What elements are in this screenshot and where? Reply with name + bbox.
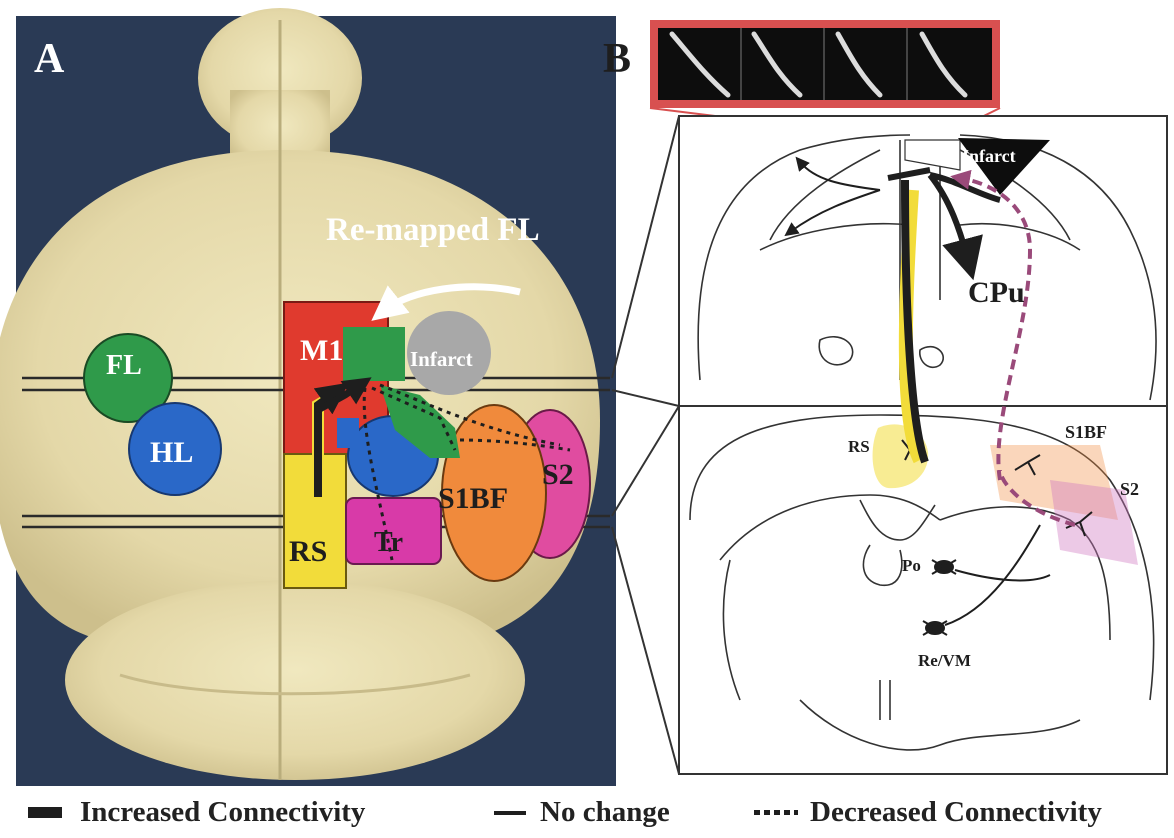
label-m1: M1: [300, 334, 343, 367]
panel-a-letter: A: [34, 36, 65, 82]
dotted-line-swatch: [754, 810, 798, 815]
label-s1bf-b: S1BF: [1065, 422, 1107, 442]
label-hl: HL: [150, 436, 193, 469]
region-remapped-fl: [343, 327, 405, 381]
panel-b-letter: B: [603, 36, 631, 82]
thick-line-swatch: [28, 807, 62, 818]
remap-label: Re-mapped FL: [326, 212, 540, 248]
region-infarct: [407, 311, 491, 395]
region-hl: [128, 402, 222, 496]
panel-a: A Re-mapped FL FL HL M1 Infarct RS Tr S1…: [0, 8, 616, 786]
legend-decreased-label: Decreased Connectivity: [810, 796, 1102, 828]
region-tr: [345, 497, 442, 565]
label-rs-a: RS: [289, 535, 327, 568]
legend-decreased: Decreased Connectivity: [754, 796, 1102, 829]
label-cpu: CPu: [968, 276, 1025, 309]
connections-a: [312, 283, 571, 561]
connections-b: [784, 156, 1076, 527]
legend-no-change-label: No change: [540, 796, 670, 828]
region-s2-b: [1050, 480, 1138, 565]
region-remapped-fl-extension: [380, 385, 460, 458]
label-tr: Tr: [374, 527, 403, 558]
panel-b: B: [603, 20, 1168, 775]
label-fl: FL: [106, 350, 142, 381]
region-fl: [83, 333, 173, 423]
label-revm: Re/VM: [918, 651, 971, 670]
legend-increased-label: Increased Connectivity: [80, 796, 366, 828]
legend-increased: Increased Connectivity: [28, 796, 365, 829]
label-s1bf-a: S1BF: [438, 482, 508, 515]
legend-no-change: No change: [494, 796, 670, 829]
label-infarct-a: Infarct: [410, 347, 473, 371]
lower-section-outline: [689, 414, 1155, 751]
neurons: [901, 439, 1093, 636]
region-s1bf: [441, 404, 547, 582]
infarct-b: [958, 138, 1050, 195]
projection-lines: [611, 115, 680, 775]
label-s2-a: S2: [542, 458, 574, 491]
dendrite-inset: [649, 20, 1001, 148]
legend: Increased Connectivity No change Decreas…: [0, 790, 1174, 838]
label-rs-b: RS: [848, 437, 870, 456]
label-infarct-b: Infarct: [962, 146, 1016, 166]
label-s2-b: S2: [1120, 479, 1139, 499]
label-po: Po: [902, 556, 921, 575]
thin-line-swatch: [494, 810, 526, 815]
section-upper-frame: [678, 115, 1168, 407]
